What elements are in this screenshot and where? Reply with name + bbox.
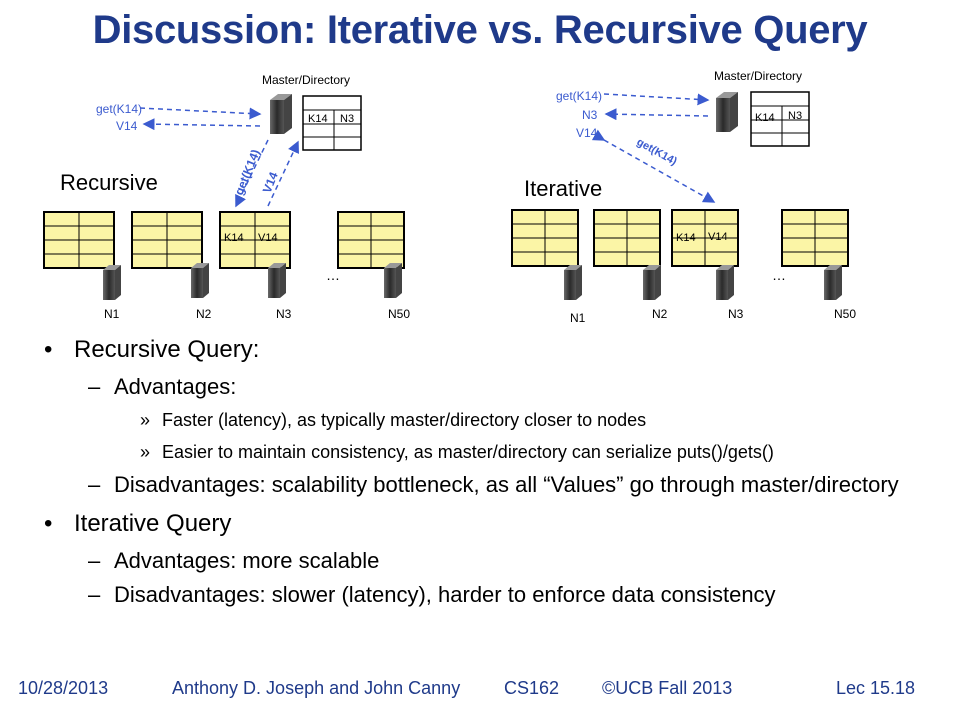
node-table: K14 V14 xyxy=(671,209,739,267)
bullet-iterative-query: Iterative Query xyxy=(44,508,944,540)
bullet-list: Recursive Query: –Advantages: »Faster (l… xyxy=(44,330,944,608)
bullet-it-advantages: –Advantages: more scalable xyxy=(88,548,380,573)
node-table: K14 V14 xyxy=(219,211,291,269)
get-message: get(K14) xyxy=(96,102,142,116)
slide-title: Discussion: Iterative vs. Recursive Quer… xyxy=(92,8,868,52)
footer-date: 10/28/2013 xyxy=(18,678,109,698)
server-icon xyxy=(384,263,402,298)
ellipsis: … xyxy=(326,267,340,283)
bullet-it-disadvantages: –Disadvantages: slower (latency), harder… xyxy=(88,582,776,607)
get-arrow xyxy=(603,93,710,106)
ellipsis: … xyxy=(772,267,786,283)
master-server-icon xyxy=(270,94,292,134)
get-arrow xyxy=(139,107,262,120)
master-label: Master/Directory xyxy=(714,69,802,83)
node-table xyxy=(781,209,849,267)
v14-message: V14 xyxy=(576,126,598,140)
node-label: N1 xyxy=(104,307,120,321)
node-table xyxy=(593,209,661,267)
get-message: get(K14) xyxy=(556,89,602,103)
bullet-rec-advantages: –Advantages: xyxy=(88,374,237,399)
n3-arrow xyxy=(604,108,709,121)
node-table xyxy=(337,211,405,269)
server-icon xyxy=(268,263,286,298)
node-label: N1 xyxy=(570,311,586,325)
v14-diag-arrow xyxy=(267,140,299,207)
node-table xyxy=(131,211,203,269)
node-label: N2 xyxy=(652,307,668,321)
footer-authors: Anthony D. Joseph and John Canny xyxy=(172,678,461,698)
node-key: K14 xyxy=(224,232,244,244)
recursive-label: Recursive xyxy=(60,170,158,195)
n3-message: N3 xyxy=(582,108,598,122)
v14-arrow xyxy=(142,118,261,131)
iterative-label: Iterative xyxy=(524,176,602,201)
get-diag-label: get(K14) xyxy=(232,147,263,197)
node-value: V14 xyxy=(708,231,728,243)
node-value: V14 xyxy=(258,232,278,244)
query-diagram: Master/Directory K14 N3 get(K14) V14 get… xyxy=(43,69,856,325)
server-icon xyxy=(643,265,661,300)
server-icon xyxy=(716,265,734,300)
bullet-recursive-query: Recursive Query: xyxy=(44,334,944,366)
server-icon xyxy=(191,263,209,298)
master-key: K14 xyxy=(755,112,775,124)
master-value: N3 xyxy=(340,113,354,125)
bullet-rec-disadvantages: –Disadvantages: scalability bottleneck, … xyxy=(88,472,899,497)
server-icon xyxy=(824,265,842,300)
node-label: N2 xyxy=(196,307,212,321)
master-server-icon xyxy=(716,92,738,132)
recursive-diagram: Master/Directory K14 N3 get(K14) V14 get… xyxy=(43,73,410,321)
node-label: N50 xyxy=(388,307,410,321)
get-diag-arrow xyxy=(591,129,716,203)
footer-lecture: Lec 15.18 xyxy=(836,678,916,698)
bullet-rec-adv-2: »Easier to maintain consistency, as mast… xyxy=(140,442,774,462)
server-icon xyxy=(103,265,121,300)
server-icon xyxy=(564,265,582,300)
iterative-diagram: Master/Directory K14 N3 get(K14) N3 V14 … xyxy=(511,69,856,325)
get-diag-label: get(K14) xyxy=(635,136,680,168)
node-label: N50 xyxy=(834,307,856,321)
node-label: N3 xyxy=(728,307,744,321)
footer-course: CS162 xyxy=(504,678,560,698)
node-key: K14 xyxy=(676,232,696,244)
node-label: N3 xyxy=(276,307,292,321)
bullet-rec-adv-1: »Faster (latency), as typically master/d… xyxy=(140,410,647,430)
master-key: K14 xyxy=(308,113,328,125)
footer-copyright: ©UCB Fall 2013 xyxy=(602,678,733,698)
master-table: K14 N3 xyxy=(302,95,362,151)
node-table xyxy=(511,209,579,267)
get-diag-arrow xyxy=(235,139,269,208)
master-value: N3 xyxy=(788,110,802,122)
node-table xyxy=(43,211,115,269)
v14-diag-label: V14 xyxy=(260,170,281,195)
master-label: Master/Directory xyxy=(262,73,350,87)
master-table: K14 N3 xyxy=(750,91,810,147)
v14-message: V14 xyxy=(116,119,138,133)
